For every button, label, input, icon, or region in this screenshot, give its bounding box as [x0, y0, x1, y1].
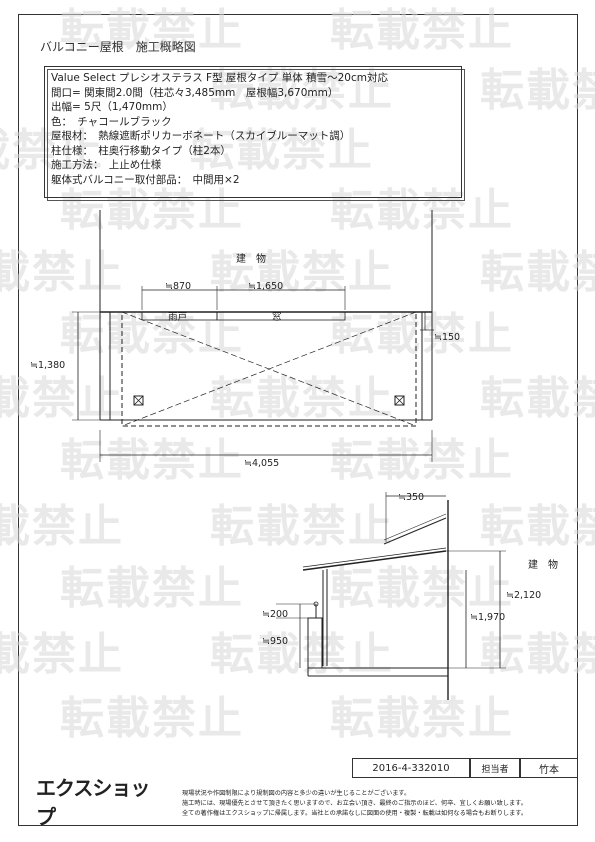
- parapet: [307, 617, 323, 669]
- person-name: 竹本: [539, 764, 559, 776]
- person-label-box: 担当者: [470, 758, 520, 778]
- post-marker-left: [133, 395, 144, 406]
- post-marker-right: [394, 395, 405, 406]
- footer-note: 施工時には、現場優先とさせて頂きたく思いますので、お立会い頂き、最終のご指示のほ…: [182, 800, 527, 807]
- elevation-view: 建 物 ≒350 ≒200 ≒950 ≒2,120 ≒1: [262, 492, 558, 700]
- dim-1380-label: ≒1,380: [30, 360, 65, 371]
- footer-note: 全ての著作権はエクスショップに帰属します。当社との承諾なしに図面の使用・複製・転…: [182, 810, 528, 817]
- plan-building-label: 建 物: [236, 252, 266, 265]
- spec-line: Value Select プレシオステラス F型 屋根タイプ 単体 積雪～20c…: [51, 72, 388, 84]
- dim-950-label: ≒950: [262, 636, 288, 647]
- roof-slope-detail: [383, 517, 447, 545]
- footer-note: 現場状況や作図制限により規制図の内容と多少の違いが生じることがございます。: [182, 790, 411, 797]
- drawing-frame: [18, 14, 578, 826]
- roof-outline: [121, 311, 417, 427]
- window-label: 窓: [272, 311, 282, 323]
- spec-line: 屋根材： 熱線遮断ポリカーボネート（スカイブルーマット調）: [51, 130, 351, 142]
- person-name-box: 竹本: [520, 758, 578, 778]
- spec-line: 間口= 関東間2.0間（柱芯々3,485mm 屋根幅3,670mm）: [51, 86, 339, 99]
- door-label: 雨戸: [168, 312, 187, 323]
- spec-line: 施工方法： 上止め仕様: [51, 159, 162, 171]
- elevation-building-label: 建 物: [528, 558, 558, 571]
- dim-350-label: ≒350: [398, 492, 424, 503]
- spec-box-shadow: [47, 69, 465, 201]
- doc-number-box: 2016-4-332010: [352, 758, 470, 778]
- roof-panel: [302, 547, 447, 568]
- dim-870-label: ≒870: [165, 281, 191, 292]
- spec-line: 色： チャコールブラック: [51, 115, 172, 128]
- dim-1970-label: ≒1,970: [470, 612, 505, 623]
- logo-text: エクスショップ: [36, 776, 150, 829]
- dim-4055-label: ≒4,055: [244, 458, 279, 469]
- roof-diagonal: [121, 311, 417, 427]
- dim-150-label: ≒150: [434, 332, 460, 343]
- company-logo: エクスショップ: [36, 776, 164, 829]
- spec-line: 柱仕様： 柱奥行移動タイプ（柱2本）: [51, 144, 231, 157]
- dim-2120-label: ≒2,120: [506, 590, 541, 601]
- spec-line: 出幅= 5尺（1,470mm）: [51, 101, 173, 113]
- plan-view: 建 物 ≒870 ≒1,650 雨戸 窓: [30, 210, 460, 469]
- roof-slope-detail: [383, 513, 447, 541]
- balcony-outline: [109, 311, 423, 421]
- doc-number: 2016-4-332010: [372, 762, 450, 774]
- spec-line: 躯体式バルコニー取付部品： 中間用×2: [51, 173, 240, 186]
- person-label: 担当者: [481, 764, 509, 775]
- page-title: バルコニー屋根 施工概略図: [40, 40, 196, 54]
- dim-1650-label: ≒1,650: [248, 281, 283, 292]
- spec-box: Value Select プレシオステラス F型 屋根タイプ 単体 積雪～20c…: [44, 66, 462, 198]
- roof-panel: [302, 550, 447, 571]
- dim-200-label: ≒200: [262, 609, 288, 620]
